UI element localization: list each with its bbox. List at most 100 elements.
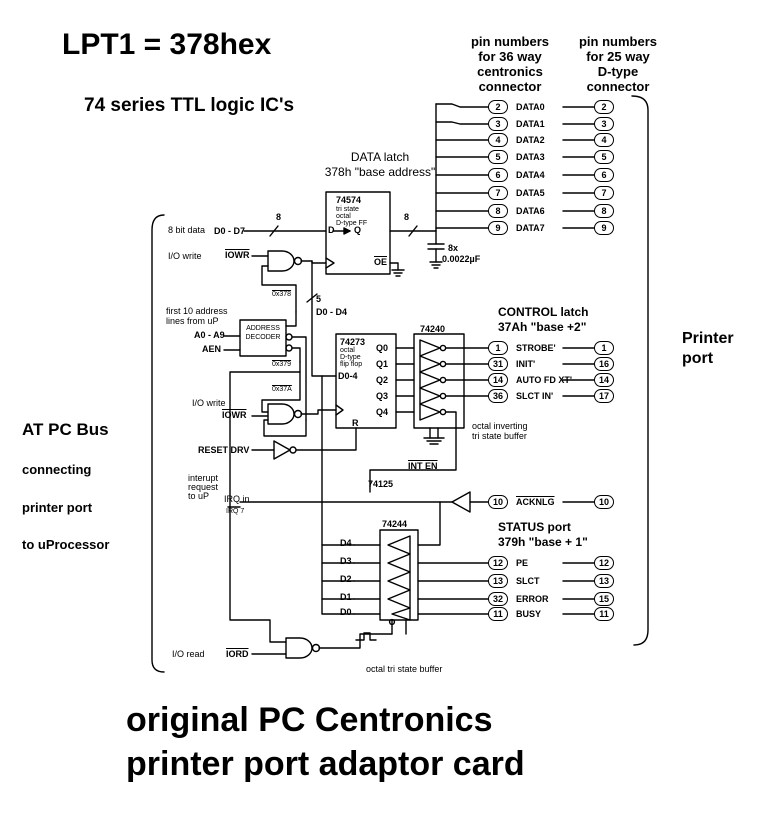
header-25-line: connector [586, 79, 650, 94]
status-d1: D1 [340, 592, 352, 602]
decoder-title: ADDRESS [246, 325, 280, 332]
decoder-note: lines from uP [166, 316, 219, 326]
pin36-busy: 11 [488, 607, 508, 621]
signal-error: ERROR [516, 594, 549, 604]
pin36-data5: 7 [488, 186, 508, 200]
signal-data7: DATA7 [516, 223, 545, 233]
data-latch-address: 378h "base address" [324, 165, 436, 179]
control-latch-r-pin: R [352, 418, 359, 428]
pin36-data0: 2 [488, 100, 508, 114]
header-25-line: for 25 way [586, 49, 650, 64]
signal-data3: DATA3 [516, 152, 545, 162]
pin25-data4: 6 [594, 168, 614, 182]
ctrl-bus-width: 5 [316, 294, 322, 304]
lpt-address-title: LPT1 = 378hex [62, 28, 272, 61]
control-latch-address: 37Ah "base +2" [498, 320, 587, 334]
control-buffer-desc: tri state buffer [472, 431, 527, 441]
data-latch-d-pin: D [328, 225, 335, 235]
logic-family-subtitle: 74 series TTL logic IC's [84, 95, 295, 116]
pin36-pe: 12 [488, 556, 508, 570]
pin25-data3: 5 [594, 150, 614, 164]
signal-strobe: STROBE' [516, 343, 556, 353]
ctrl-bus-label: D0 - D4 [316, 307, 348, 317]
pin36-ack: 10 [488, 495, 508, 509]
control-latch-chip-number: 74273 [340, 337, 366, 347]
pin36-init: 31 [488, 357, 508, 371]
bus-side-line: connecting [22, 462, 92, 477]
reset-buffer [273, 440, 291, 460]
pin25-ack: 10 [594, 495, 614, 509]
irq-label: request [188, 482, 219, 492]
address-lines: A0 - A9 [194, 330, 225, 340]
pin25-busy: 11 [594, 607, 614, 621]
nor-gate-1 [267, 250, 295, 272]
control-latch-d-pin: D0-4 [338, 371, 358, 381]
io-write-label: I/O write [192, 398, 226, 408]
status-port-heading: STATUS port [498, 520, 571, 534]
footer-title-line-2: printer port adaptor card [126, 745, 525, 783]
decode-37a-label: 0x37A [272, 386, 292, 393]
iowr-signal: IOWR [225, 250, 250, 260]
data-latch-q-pin: Q [354, 225, 362, 235]
pin25-data1: 3 [594, 117, 614, 131]
irq-number: IRQ 7 [226, 508, 245, 515]
signal-data1: DATA1 [516, 119, 545, 129]
data-latch-desc: D-type FF [336, 220, 368, 227]
irq-label: to uP [188, 491, 210, 501]
status-d4: D4 [340, 538, 352, 548]
nor-gate-2 [267, 403, 295, 425]
signal-pe: PE [516, 558, 529, 568]
control-latch-desc: flip flop [340, 361, 363, 368]
control-latch-desc: octal [340, 347, 355, 354]
io-write-label: I/O write [168, 251, 202, 261]
pin25-init: 16 [594, 357, 614, 371]
signal-slctin: SLCT IN' [516, 391, 554, 401]
status-buffer-desc: octal tri state buffer [366, 664, 443, 674]
status-d0: D0 [340, 607, 352, 617]
bus-bracket [151, 214, 165, 673]
pin25-data2: 4 [594, 133, 614, 147]
data-latch-oe-pin: OE [374, 257, 388, 267]
pin36-data7: 9 [488, 221, 508, 235]
data-latch-heading: DATA latch [350, 150, 410, 164]
pin36-slctin: 36 [488, 389, 508, 403]
iowr-signal: IOWR [222, 410, 247, 420]
signal-slct: SLCT [516, 576, 540, 586]
io-read-label: I/O read [172, 649, 205, 659]
signal-data2: DATA2 [516, 135, 545, 145]
pin36-strobe: 1 [488, 341, 508, 355]
bus-side-line: to uProcessor [22, 537, 110, 552]
port-bracket [631, 95, 649, 646]
data-out-width: 8 [404, 212, 410, 222]
signal-autofd: AUTO FD XT' [516, 375, 572, 385]
nor-gate-3 [285, 637, 313, 659]
signal-busy: BUSY [516, 609, 542, 619]
signal-data4: DATA4 [516, 170, 545, 180]
status-buffer-chip [379, 529, 419, 621]
header-36-line: centronics [477, 64, 543, 79]
aen-signal: AEN [202, 344, 222, 354]
data-input-label: 8 bit data [168, 225, 206, 235]
pin25-slctin: 17 [594, 389, 614, 403]
status-d2: D2 [340, 574, 352, 584]
pin36-data4: 6 [488, 168, 508, 182]
signal-init: INIT' [516, 359, 536, 369]
data-latch-desc: tri state [336, 206, 359, 213]
bus-side-title: AT PC Bus [22, 420, 109, 439]
pin36-data3: 5 [488, 150, 508, 164]
control-buffer-chip-number: 74240 [420, 324, 446, 334]
irq-buffer-chip-number: 74125 [368, 479, 394, 489]
decode-379-label: 0x379 [272, 361, 292, 368]
pin36-data1: 3 [488, 117, 508, 131]
header-25-line: D-type [597, 64, 639, 79]
control-latch-chip [335, 333, 397, 429]
control-q3: Q3 [376, 391, 389, 401]
header-36-line: for 36 way [478, 49, 542, 64]
signal-data6: DATA6 [516, 206, 545, 216]
pin36-data6: 8 [488, 204, 508, 218]
decode-378-label: 0x378 [272, 291, 292, 298]
pin25-data0: 2 [594, 100, 614, 114]
control-buffer-desc: octal inverting [472, 421, 528, 431]
decoder-note: first 10 address [166, 306, 228, 316]
